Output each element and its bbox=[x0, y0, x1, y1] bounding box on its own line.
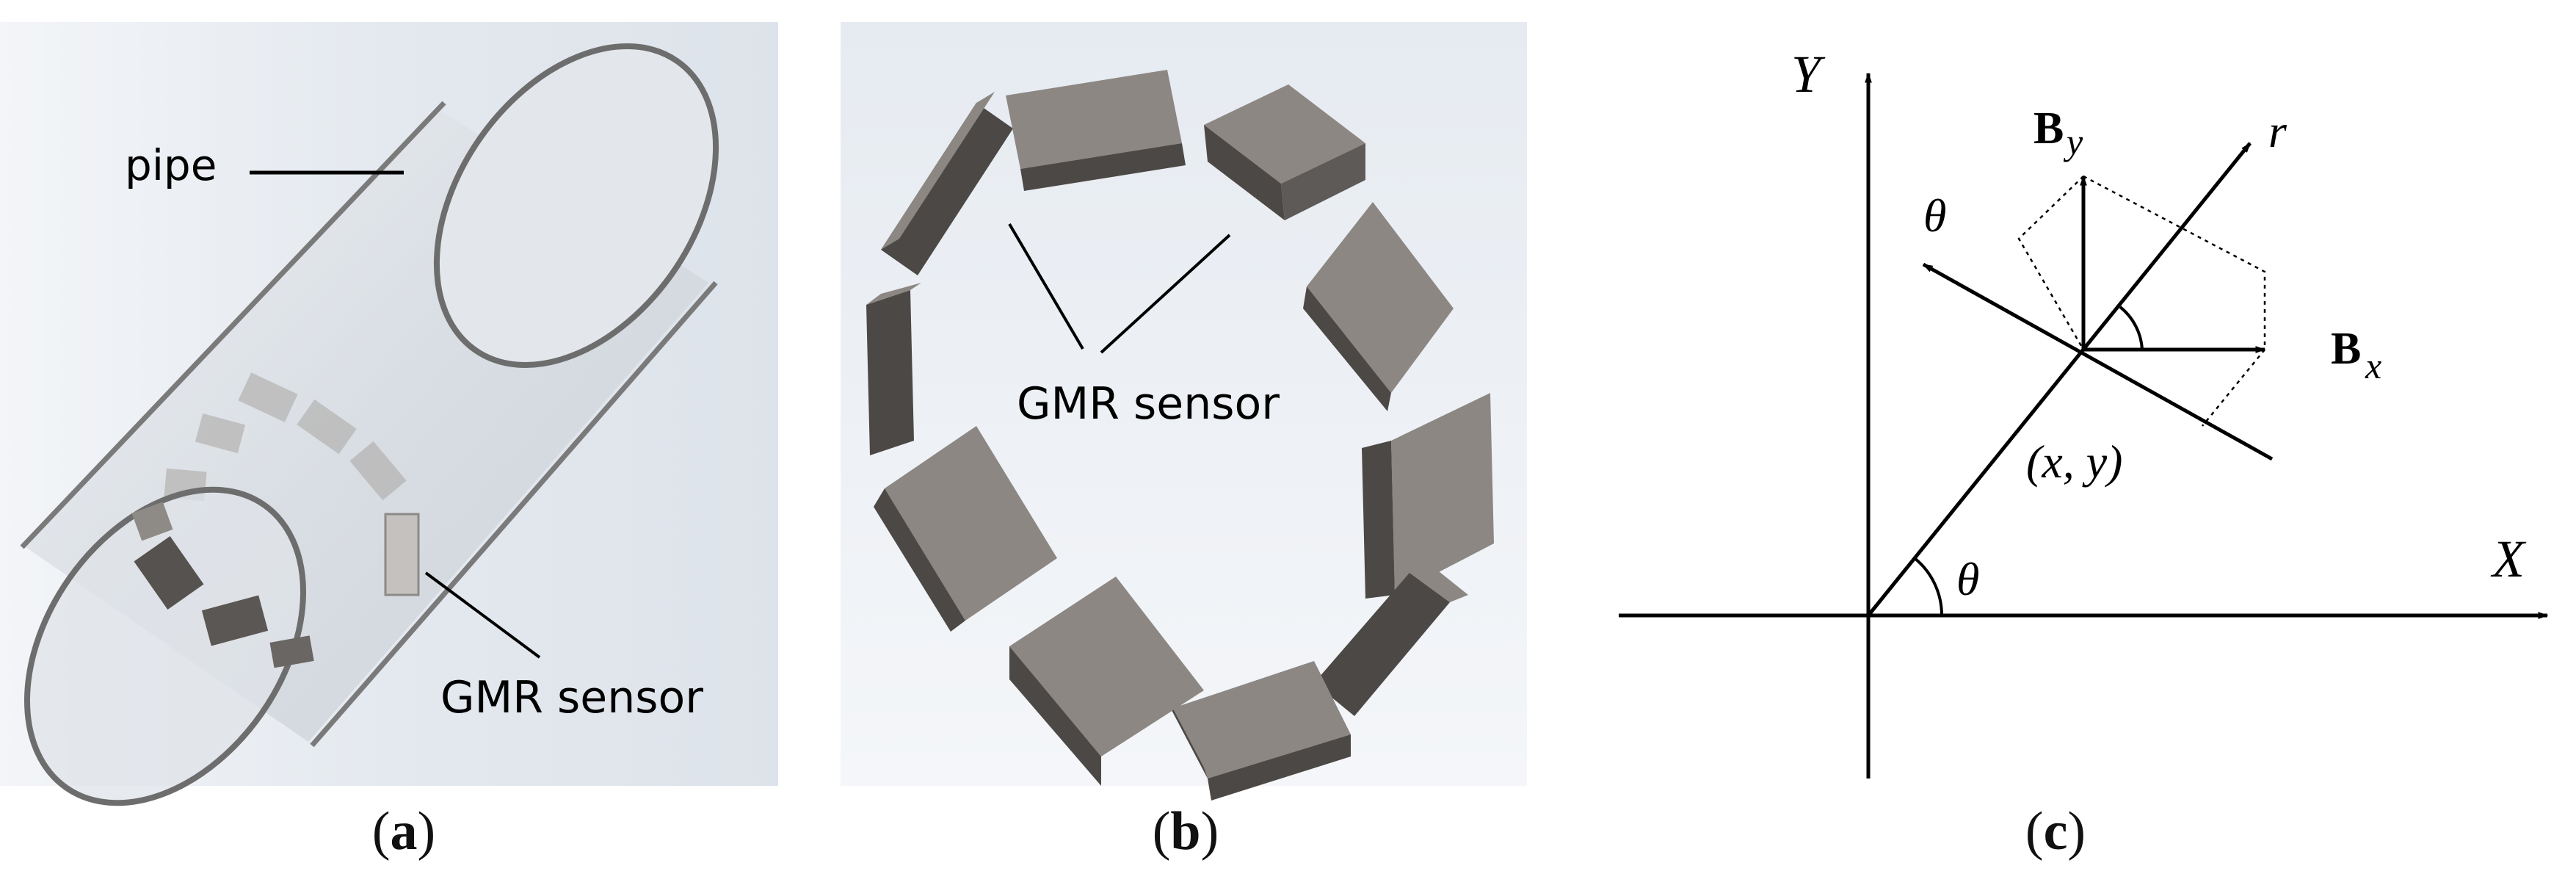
caption-a: (a) bbox=[371, 801, 436, 861]
gmr-sensor-label-b: GMR sensor bbox=[1017, 378, 1280, 430]
axis-y-label: Y bbox=[1791, 45, 1826, 104]
by-label: B y bbox=[2033, 104, 2083, 162]
front-sensors bbox=[131, 502, 420, 668]
sensor-block bbox=[269, 635, 314, 668]
theta-direction-line bbox=[1922, 262, 2274, 461]
sensor-leader-line-a bbox=[424, 571, 541, 659]
svg-text:B: B bbox=[2331, 324, 2361, 374]
caption-b: (b) bbox=[1152, 801, 1219, 861]
inner-sensor-ring bbox=[164, 372, 407, 502]
gmr-sensor-label-a: GMR sensor bbox=[440, 672, 703, 723]
axis-x-label: X bbox=[2490, 530, 2527, 588]
svg-text:x: x bbox=[2365, 345, 2381, 386]
sensor-block bbox=[1303, 202, 1454, 411]
sensor-leader-line-b2 bbox=[1100, 234, 1231, 354]
svg-text:B: B bbox=[2033, 104, 2064, 153]
sensor-ring bbox=[866, 70, 1494, 801]
sensor-block bbox=[384, 513, 420, 596]
pipe-label: pipe bbox=[125, 140, 217, 190]
radial-line bbox=[1867, 142, 2252, 617]
theta-label-top: θ bbox=[1923, 189, 1946, 242]
pipe-front-rim bbox=[23, 486, 307, 806]
theta-arc-origin bbox=[1913, 557, 1944, 616]
panel-c-labels: Y X r θ θ (x, y) B y B x bbox=[1791, 45, 2527, 605]
r-label: r bbox=[2268, 105, 2287, 157]
sensor-block bbox=[131, 502, 173, 541]
sensor-block bbox=[874, 426, 1057, 632]
panel-b-render: GMR sensor bbox=[841, 22, 1527, 801]
point-label: (x, y) bbox=[2026, 436, 2122, 488]
sensor-block bbox=[1314, 566, 1468, 716]
sensor-block bbox=[1009, 577, 1204, 786]
sensor-leader-line-b1 bbox=[1008, 223, 1084, 350]
sensor-block bbox=[134, 536, 204, 610]
sensor-block bbox=[1167, 661, 1351, 801]
panel-c-diagram bbox=[1619, 72, 2549, 779]
panel-a-render: pipe GMR sensor bbox=[0, 22, 778, 806]
theta-arc-point bbox=[2119, 306, 2144, 350]
caption-c: (c) bbox=[2025, 801, 2086, 861]
sensor-block bbox=[881, 92, 1013, 275]
svg-text:y: y bbox=[2063, 121, 2083, 162]
sensor-block bbox=[1006, 70, 1186, 191]
pipe-back-rim bbox=[433, 43, 719, 368]
sensor-block bbox=[1362, 393, 1494, 599]
sensor-block bbox=[201, 595, 269, 646]
theta-label-origin: θ bbox=[1956, 553, 1979, 605]
dotted-construction bbox=[2017, 175, 2266, 427]
sensor-block bbox=[1204, 84, 1365, 220]
sensor-block bbox=[866, 283, 921, 455]
bx-label: B x bbox=[2331, 324, 2381, 386]
